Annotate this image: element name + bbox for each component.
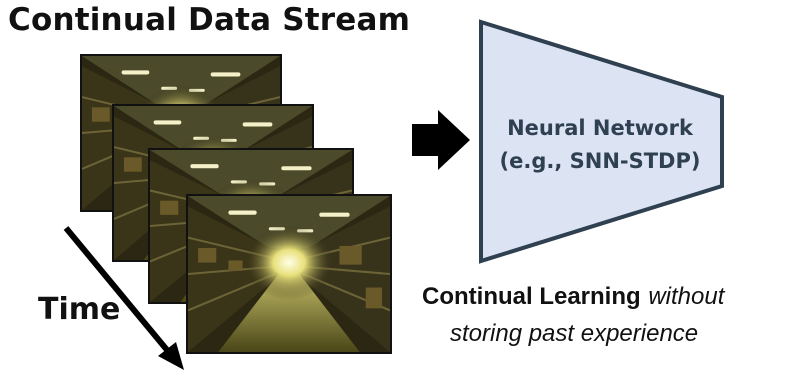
caption-line1: Continual Learning without (422, 282, 724, 311)
network-label-line1: Neural Network (507, 116, 693, 140)
caption-line2: storing past experience (450, 320, 699, 347)
time-arrow-line (63, 226, 175, 358)
time-label: Time (38, 292, 121, 327)
neural-network-block (479, 19, 724, 264)
warehouse-image (188, 196, 390, 352)
diagram-title: Continual Data Stream (8, 2, 411, 38)
input-arrow-icon (412, 110, 470, 170)
caption-italic-1: without (648, 283, 725, 310)
video-frame-4 (186, 194, 392, 354)
time-arrow-head (158, 342, 184, 370)
network-label-line2: (e.g., SNN-STDP) (499, 149, 701, 173)
caption-bold: Continual Learning (422, 283, 641, 310)
